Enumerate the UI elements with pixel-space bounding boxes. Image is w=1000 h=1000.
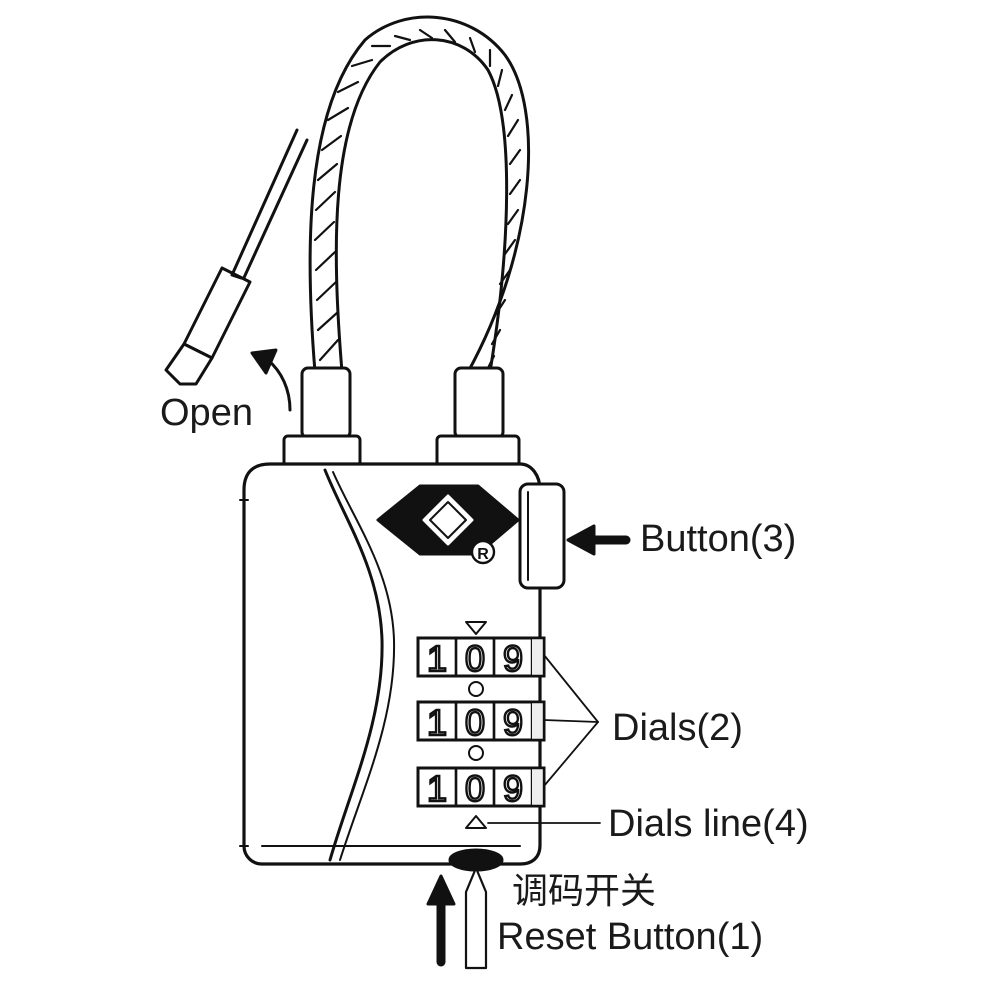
up-arrow-icon [426, 874, 456, 967]
dials-label: Dials(2) [612, 707, 743, 749]
dial-indicators [465, 621, 487, 829]
registered-mark: R [477, 546, 489, 563]
dial-digit: 0 [465, 702, 485, 743]
open-arrow-icon [250, 348, 292, 412]
dial-digit: 9 [503, 768, 523, 809]
button-label: Button(3) [640, 518, 797, 560]
reset-cn-label: 调码开关 [512, 871, 657, 912]
dial-edge [532, 700, 546, 742]
tsa-logo-icon [376, 484, 520, 565]
dial-digit: 0 [465, 768, 485, 809]
pointer-lines [487, 654, 601, 824]
side-button [518, 482, 566, 601]
dial-digit: 0 [465, 638, 485, 679]
reset-label: Reset Button(1) [497, 916, 764, 958]
dial-digit: 1 [427, 768, 447, 809]
cable-loose-end [164, 128, 309, 386]
dials-line-label: Dials line(4) [608, 803, 809, 845]
lock-body [239, 462, 542, 866]
dial-digit: 9 [503, 702, 523, 743]
button-arrow-icon [566, 524, 631, 556]
open-label: Open [160, 392, 253, 434]
dial-edge [532, 636, 546, 678]
dial-digit: 1 [427, 702, 447, 743]
dial-digit: 9 [503, 638, 523, 679]
dial-edge [532, 766, 546, 808]
dial-digit: 1 [427, 638, 447, 679]
cable-shackle [308, 15, 531, 374]
shackle-stems [282, 366, 521, 468]
reset-pin-icon [464, 866, 488, 970]
